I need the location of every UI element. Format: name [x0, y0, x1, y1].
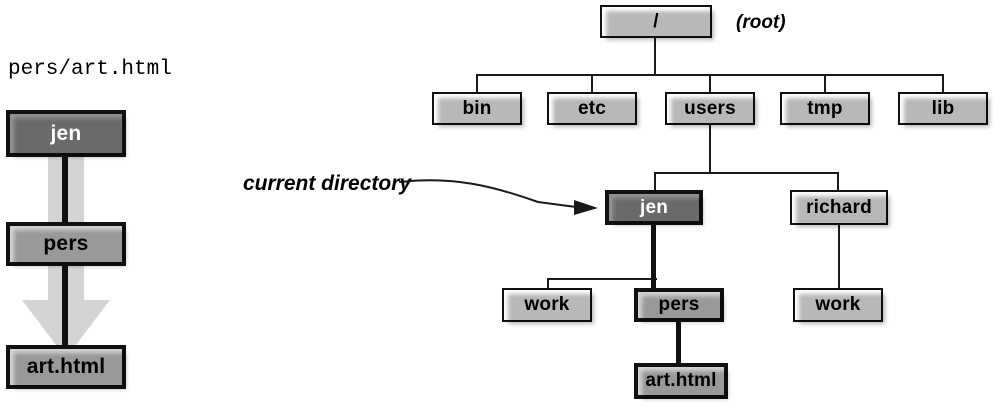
connector-drop-richard [837, 172, 839, 190]
connector-root-stem [654, 38, 656, 74]
tree-node-jen[interactable]: jen [605, 190, 703, 225]
connector-drop-jen [654, 172, 656, 190]
tree-node-root[interactable]: / [600, 5, 712, 38]
tree-node-lib[interactable]: lib [898, 92, 988, 125]
tree-node-pers[interactable]: pers [634, 288, 724, 322]
annotation-pointer-arrow-icon [399, 179, 598, 215]
tree-node-users[interactable]: users [665, 92, 755, 125]
tree-node-work-richard[interactable]: work [793, 288, 883, 322]
connector-drop-work-jen [547, 278, 549, 290]
tree-node-bin[interactable]: bin [432, 92, 522, 125]
connector-drop-users [709, 74, 711, 92]
connector-users-stem [709, 125, 711, 172]
connector-drop-bin [476, 74, 478, 92]
root-note-label: (root) [736, 12, 786, 33]
connector-level2-bus [654, 172, 839, 174]
chain-node-jen[interactable]: jen [6, 110, 126, 157]
connector-level3-bus-jen [547, 278, 657, 280]
chain-node-art-html[interactable]: art.html [6, 345, 126, 389]
connector-richard-stem [838, 225, 840, 288]
connector-drop-etc [591, 74, 593, 92]
chain-node-pers[interactable]: pers [6, 222, 126, 266]
tree-node-etc[interactable]: etc [547, 92, 637, 125]
current-directory-label: current directory [243, 172, 412, 195]
relative-path-caption: pers/art.html [8, 58, 172, 81]
tree-node-tmp[interactable]: tmp [780, 92, 870, 125]
connector-jen-stem [651, 225, 656, 280]
chain-connector-jen-pers [62, 150, 68, 222]
tree-node-richard[interactable]: richard [790, 190, 888, 225]
connector-drop-lib [942, 74, 944, 92]
tree-node-work-jen[interactable]: work [502, 288, 592, 322]
chain-connector-pers-arthtml [62, 263, 68, 345]
tree-node-art-html[interactable]: art.html [634, 363, 728, 399]
connector-drop-pers [651, 278, 656, 290]
connector-drop-tmp [824, 74, 826, 92]
connector-pers-stem [676, 322, 681, 365]
